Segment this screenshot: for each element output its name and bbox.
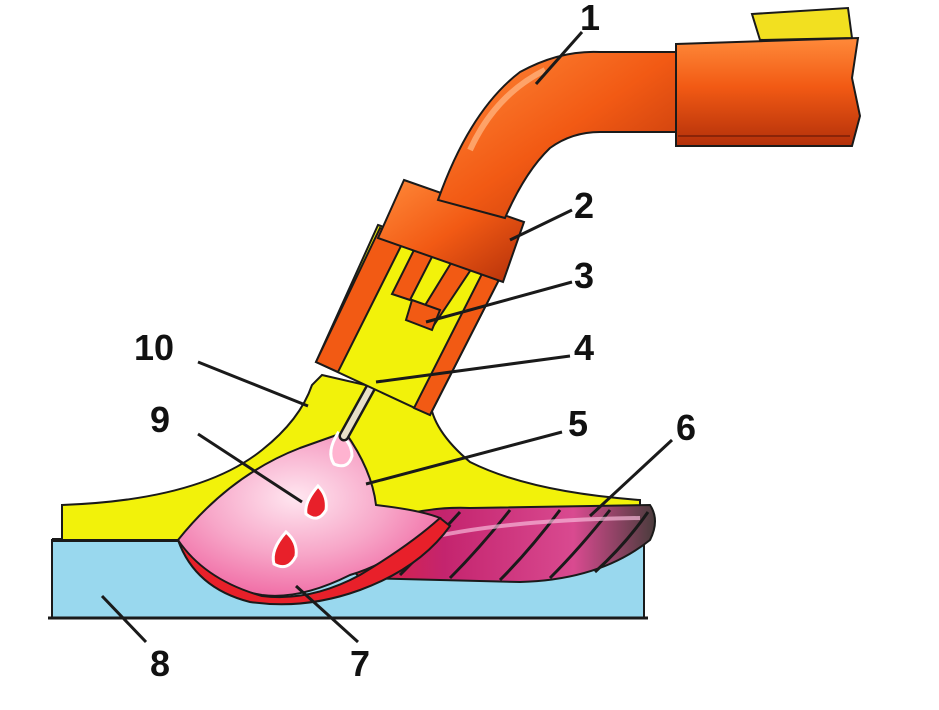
- label-4: 4: [574, 327, 594, 368]
- leader-4: [375, 354, 571, 384]
- torch-neck-highlight: [467, 67, 547, 152]
- leader-10: [197, 360, 309, 408]
- label-9: 9: [150, 399, 170, 440]
- droplet-at-tip: [329, 430, 354, 468]
- leader-6: [588, 438, 674, 518]
- leader-5: [365, 430, 563, 486]
- torch-neck: [436, 50, 679, 220]
- leader-2: [509, 208, 573, 242]
- weld-pool-solidified-edge: [177, 516, 452, 606]
- label-2: 2: [574, 185, 594, 226]
- leader-lines: [100, 31, 674, 644]
- torch-neck-bend: [436, 50, 679, 220]
- callout-labels: 1 2 3 4 5 6 7 8 9 10: [134, 0, 696, 684]
- leader-1: [534, 31, 584, 85]
- label-6: 6: [676, 407, 696, 448]
- droplet-falling-2: [271, 529, 298, 569]
- contact-tip: [404, 298, 442, 332]
- label-7: 7: [350, 643, 370, 684]
- torch-handle-body: [675, 36, 862, 147]
- label-10: 10: [134, 327, 174, 368]
- leader-3: [425, 280, 573, 324]
- gas-nozzle: [314, 223, 507, 417]
- weld-bead-ripple-2: [448, 509, 512, 580]
- label-3: 3: [574, 255, 594, 296]
- weld-bead-ripple-3: [498, 509, 562, 582]
- torch-handle-trigger: [750, 6, 854, 42]
- leader-8: [100, 594, 148, 644]
- label-5: 5: [568, 403, 588, 444]
- leader-7: [294, 584, 360, 644]
- label-1: 1: [580, 0, 600, 38]
- metal-droplets: [271, 430, 354, 569]
- droplet-falling-1: [304, 483, 328, 520]
- label-8: 8: [150, 643, 170, 684]
- leader-9: [197, 432, 303, 504]
- torch-handle: [675, 6, 862, 147]
- weld-bead-ripple-5: [593, 511, 650, 574]
